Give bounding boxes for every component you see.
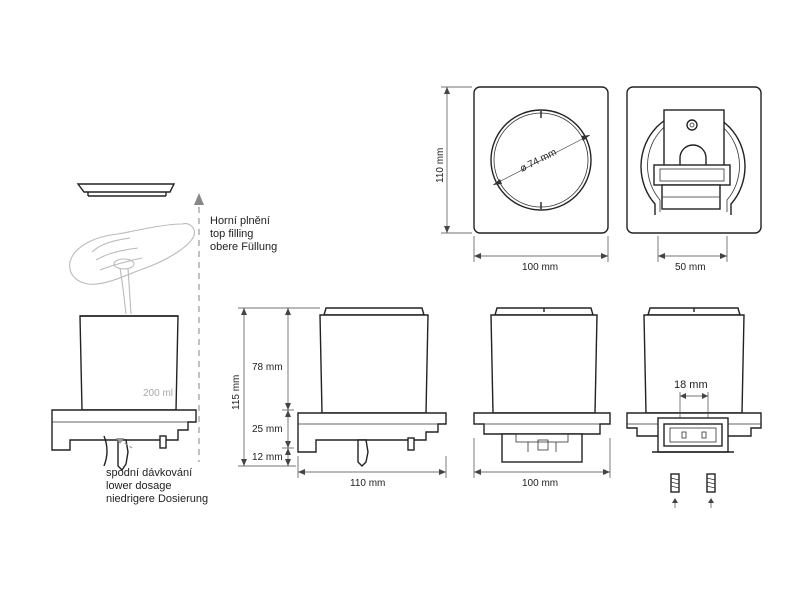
front-width-label: 100 mm	[522, 478, 558, 489]
top-width-dimension: 100 mm	[473, 236, 609, 273]
height-total-label: 115 mm	[231, 375, 242, 410]
lid	[76, 183, 176, 197]
slot-dimension: 18 mm	[674, 379, 709, 418]
top-filling-arrow	[194, 193, 204, 462]
top-width-label: 100 mm	[522, 262, 558, 273]
back-view	[626, 86, 762, 234]
top-filling-label-cz: Horní plnění	[210, 215, 270, 227]
back-width-label: 50 mm	[675, 262, 706, 273]
side-view	[297, 307, 447, 467]
top-filling-label-en: top filling	[210, 228, 253, 240]
rear-view	[626, 307, 762, 453]
side-width-label: 110 mm	[350, 478, 385, 489]
screw-icon	[670, 473, 680, 508]
screws	[670, 473, 716, 508]
lower-dosage-label-en: lower dosage	[106, 480, 171, 492]
lower-dosage-arrow	[116, 438, 133, 449]
top-filling-label-de: obere Füllung	[210, 241, 277, 253]
screw-icon	[706, 473, 716, 508]
height-base-label: 25 mm	[252, 424, 283, 435]
height-dimensions: 115 mm 78 mm 25 mm 12 mm	[231, 307, 320, 467]
top-height-dimension: 110 mm	[435, 86, 472, 234]
top-view: ø 74 mm	[473, 86, 609, 234]
side-width-dimension: 110 mm	[297, 456, 447, 489]
front-view	[473, 307, 611, 463]
slot-width-label: 18 mm	[674, 379, 708, 391]
front-width-dimension: 100 mm	[473, 438, 611, 489]
hand-pouring-icon	[69, 223, 195, 315]
diameter-label: ø 74 mm	[518, 147, 558, 175]
top-height-label: 110 mm	[435, 148, 446, 183]
dispenser-left: 200 ml	[51, 315, 197, 472]
back-width-dimension: 50 mm	[657, 236, 728, 273]
height-bottom-label: 12 mm	[252, 452, 283, 463]
height-body-label: 78 mm	[252, 362, 283, 373]
volume-label: 200 ml	[143, 388, 173, 399]
lower-dosage-label-cz: spodní dávkování	[106, 467, 192, 479]
lower-dosage-label-de: niedrigere Dosierung	[106, 493, 208, 505]
